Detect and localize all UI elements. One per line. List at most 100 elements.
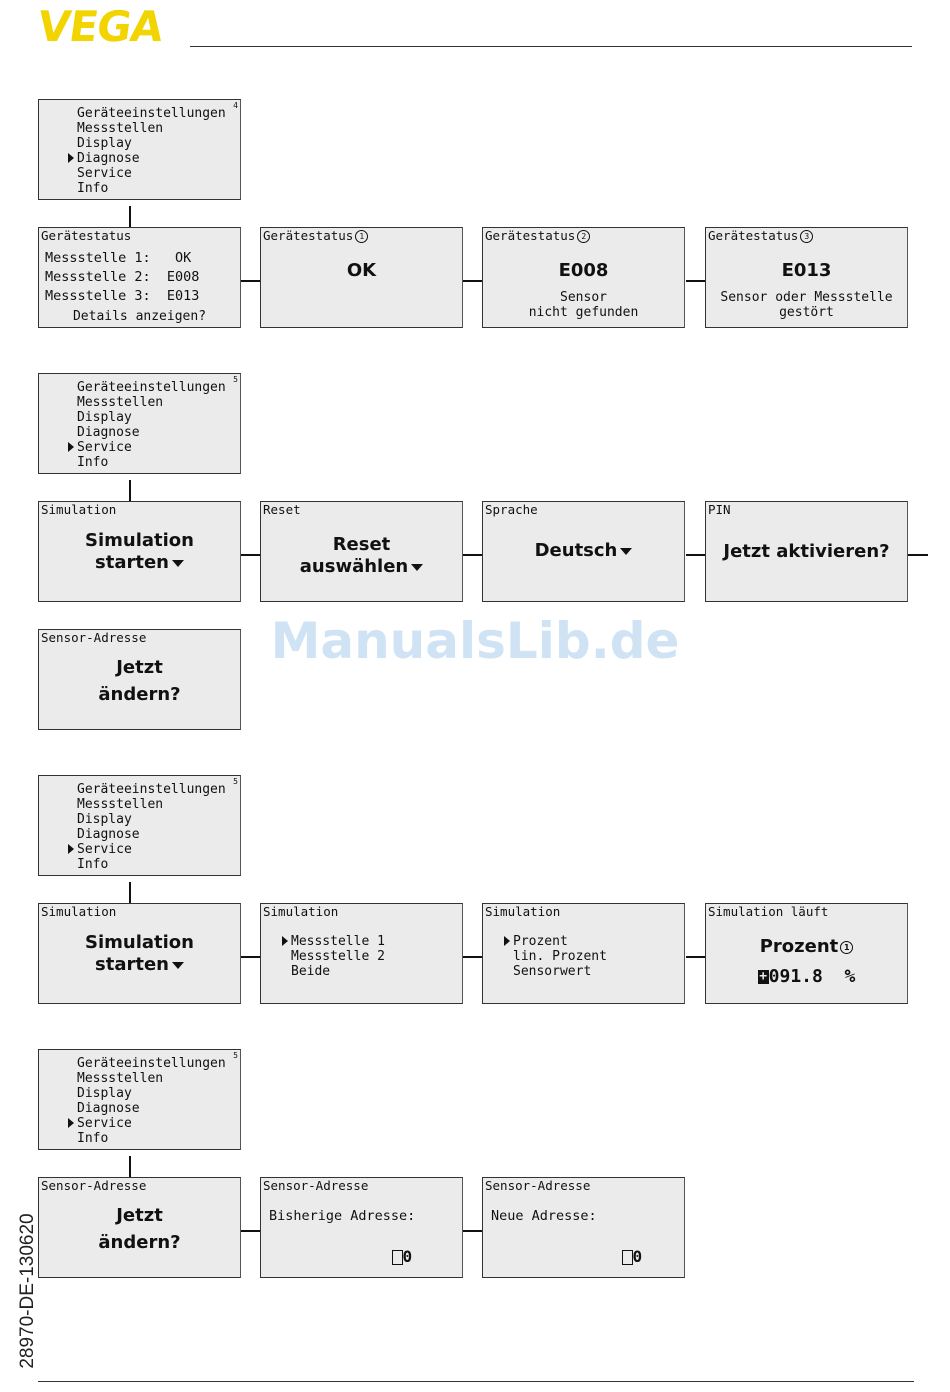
pin-activate[interactable]: Jetzt aktivieren? bbox=[723, 541, 890, 562]
box-header: Simulation bbox=[263, 904, 339, 919]
dropdown-triangle-icon bbox=[171, 961, 184, 969]
watermark: ManualsLib.de bbox=[270, 612, 680, 670]
box-header: Reset bbox=[263, 502, 301, 517]
menu-item[interactable]: Diagnose bbox=[77, 1101, 140, 1116]
previous-address-box: Sensor-Adresse Bisherige Adresse: 0 bbox=[260, 1177, 463, 1278]
option-selected[interactable]: Prozent bbox=[475, 934, 607, 949]
selection-arrow-icon bbox=[68, 844, 74, 854]
menu-item[interactable]: Info bbox=[77, 857, 109, 872]
option[interactable]: Beide bbox=[291, 964, 331, 979]
reset-select[interactable]: auswählen bbox=[261, 556, 462, 578]
cursor-icon bbox=[391, 1250, 403, 1265]
marker-icon: 3 bbox=[800, 230, 814, 243]
simulation-start[interactable]: starten bbox=[39, 954, 240, 976]
address-label: Bisherige Adresse: bbox=[269, 1208, 416, 1224]
sensor-address-box: Sensor-Adresse Jetzt ändern? bbox=[38, 629, 241, 730]
menu-box-diagnose: 4 Geräteeinstellungen Messstellen Displa… bbox=[38, 99, 241, 200]
simulation-variable-box: Simulation Prozent lin. Prozent Sensorwe… bbox=[482, 903, 685, 1004]
box-header: Sprache bbox=[485, 502, 538, 517]
document-number: 28970-DE-130620 bbox=[17, 1213, 38, 1369]
option[interactable]: Sensorwert bbox=[513, 964, 592, 979]
page-number: 5 bbox=[233, 1051, 238, 1060]
menu-item[interactable]: Info bbox=[77, 455, 109, 470]
address-text: Jetzt bbox=[116, 657, 163, 678]
vega-logo: VEGA bbox=[34, 2, 166, 51]
menu-item[interactable]: Geräteeinstellungen bbox=[77, 380, 226, 395]
menu-box-service: 5 Geräteeinstellungen Messstellen Displa… bbox=[38, 775, 241, 876]
connector bbox=[463, 1230, 483, 1232]
connector bbox=[241, 1230, 261, 1232]
menu-item-selected[interactable]: Service bbox=[39, 440, 226, 455]
language-select[interactable]: Deutsch bbox=[483, 540, 684, 562]
box-header: PIN bbox=[708, 502, 731, 517]
connector bbox=[129, 882, 131, 904]
status-row: Messstelle 1: OK bbox=[45, 250, 192, 266]
menu-item[interactable]: Display bbox=[77, 812, 132, 827]
status-text: Sensor bbox=[560, 290, 607, 305]
simulation-box: Simulation Simulation starten bbox=[38, 501, 241, 602]
menu-box-service: 5 Geräteeinstellungen Messstellen Displa… bbox=[38, 373, 241, 474]
menu-item[interactable]: Display bbox=[77, 1086, 132, 1101]
box-header: Sensor-Adresse bbox=[41, 1178, 147, 1193]
menu-item-selected[interactable]: Service bbox=[39, 842, 226, 857]
reset-title: Reset bbox=[332, 534, 391, 555]
status-text: gestört bbox=[779, 305, 834, 320]
status-row: Messstelle 2: E008 bbox=[45, 269, 200, 285]
simulation-title: Simulation bbox=[85, 932, 194, 953]
option[interactable]: Messstelle 2 bbox=[291, 949, 385, 964]
cursor-icon bbox=[621, 1250, 633, 1265]
simulation-value[interactable]: +091.8 % bbox=[757, 966, 856, 987]
option-selected[interactable]: Messstelle 1 bbox=[253, 934, 385, 949]
address-value: 0 bbox=[353, 1228, 412, 1285]
connector bbox=[686, 554, 706, 556]
menu-item[interactable]: Messstellen bbox=[77, 797, 164, 812]
box-header: Gerätestatus bbox=[41, 228, 132, 243]
connector bbox=[129, 206, 131, 228]
option[interactable]: lin. Prozent bbox=[513, 949, 607, 964]
status-row: Messstelle 3: E013 bbox=[45, 288, 200, 304]
menu-item[interactable]: Diagnose bbox=[77, 827, 140, 842]
menu-item[interactable]: Display bbox=[77, 410, 132, 425]
marker-icon: 2 bbox=[577, 230, 591, 243]
status-value: E013 bbox=[781, 260, 832, 281]
selection-arrow-icon bbox=[68, 1118, 74, 1128]
address-change[interactable]: ändern? bbox=[98, 684, 181, 705]
connector bbox=[463, 554, 483, 556]
status-overview-box: Gerätestatus Messstelle 1: OK Messstelle… bbox=[38, 227, 241, 328]
menu-item[interactable]: Info bbox=[77, 1131, 109, 1146]
menu-item[interactable]: Messstellen bbox=[77, 395, 164, 410]
box-header: Sensor-Adresse bbox=[485, 1178, 591, 1193]
menu-item[interactable]: Geräteeinstellungen bbox=[77, 106, 226, 121]
connector bbox=[463, 956, 483, 958]
status-value: OK bbox=[346, 260, 377, 281]
simulation-box: Simulation Simulation starten bbox=[38, 903, 241, 1004]
menu-item[interactable]: Service bbox=[77, 166, 132, 181]
menu-item[interactable]: Geräteeinstellungen bbox=[77, 1056, 226, 1071]
reset-box: Reset Reset auswählen bbox=[260, 501, 463, 602]
pin-box: PIN Jetzt aktivieren? bbox=[705, 501, 908, 602]
box-header: Simulation bbox=[41, 502, 117, 517]
details-prompt[interactable]: Details anzeigen? bbox=[72, 309, 207, 324]
sign-cursor-icon: + bbox=[757, 969, 769, 984]
header-rule bbox=[190, 46, 912, 47]
address-input[interactable]: 0 bbox=[583, 1228, 642, 1285]
menu-item[interactable]: Display bbox=[77, 136, 132, 151]
menu-item[interactable]: Messstellen bbox=[77, 121, 164, 136]
menu-item-selected[interactable]: Diagnose bbox=[39, 151, 226, 166]
simulation-start[interactable]: starten bbox=[39, 552, 240, 574]
menu-item[interactable]: Info bbox=[77, 181, 109, 196]
connector bbox=[908, 554, 928, 556]
menu-item[interactable]: Geräteeinstellungen bbox=[77, 782, 226, 797]
connector bbox=[129, 480, 131, 502]
menu-item-selected[interactable]: Service bbox=[39, 1116, 226, 1131]
connector bbox=[241, 956, 261, 958]
menu-item[interactable]: Messstellen bbox=[77, 1071, 164, 1086]
address-change[interactable]: ändern? bbox=[98, 1232, 181, 1253]
marker-icon: 1 bbox=[355, 230, 369, 243]
menu-item[interactable]: Diagnose bbox=[77, 425, 140, 440]
connector bbox=[686, 280, 706, 282]
